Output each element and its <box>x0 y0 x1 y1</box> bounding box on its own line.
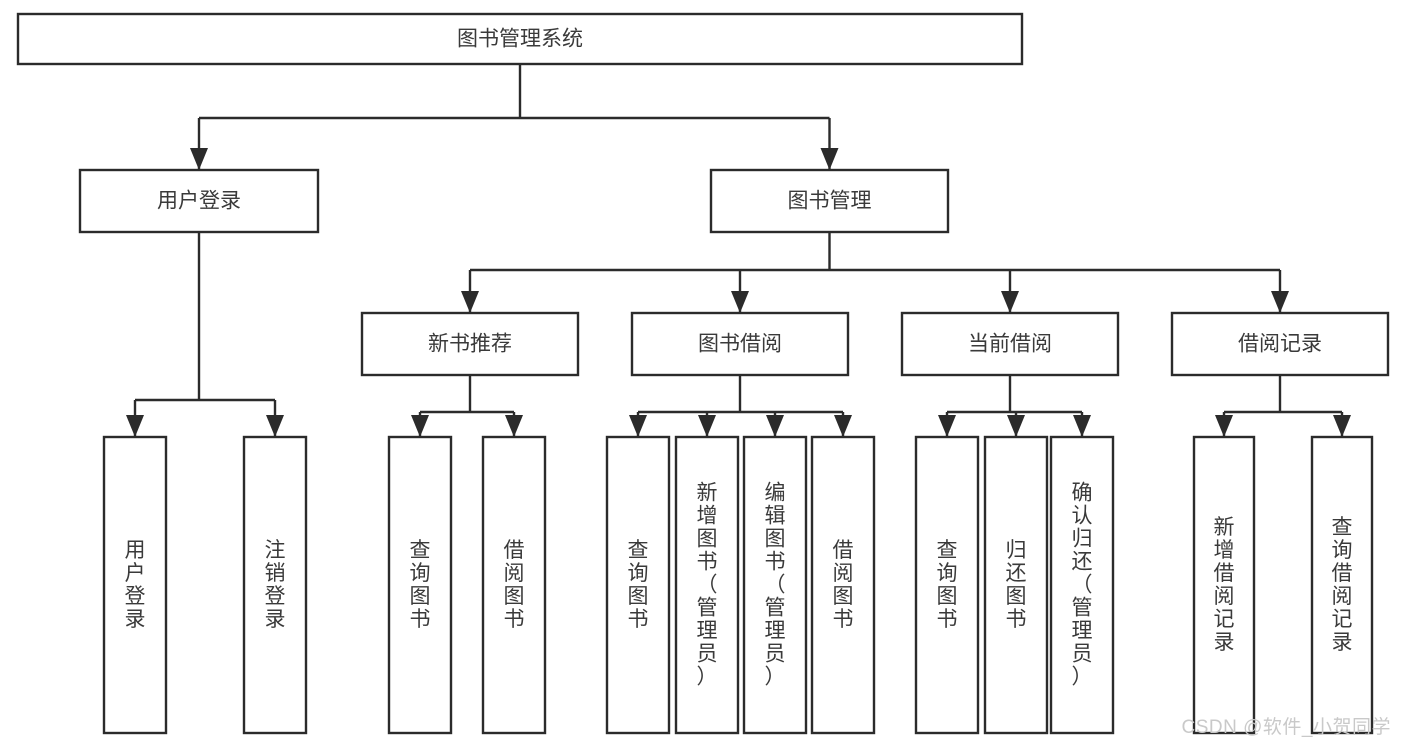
node-box-book-manage <box>709 168 950 234</box>
conn-current-borrow-arrowhead-2 <box>1073 415 1091 437</box>
conn-user-login-arrowhead-0 <box>126 415 144 437</box>
node-label-leaf-return-book: 归还图书 <box>1006 539 1027 631</box>
node-box-leaf-add-book-admin <box>674 435 740 735</box>
conn-root-arrowhead-1 <box>820 148 839 170</box>
node-root[interactable]: 图书管理系统 <box>16 12 1024 66</box>
node-leaf-query-book-cur[interactable]: 查询图书 <box>914 435 980 735</box>
node-leaf-borrow-book-rec[interactable]: 借阅图书 <box>481 435 547 735</box>
node-box-leaf-user-login <box>102 435 168 735</box>
node-leaf-add-book-admin[interactable]: 新增图书（管理员） <box>674 435 740 735</box>
node-box-new-book-recommend <box>360 311 580 377</box>
conn-book-borrow-arrowhead-3 <box>834 415 852 437</box>
node-box-root <box>16 12 1024 66</box>
node-leaf-user-logout[interactable]: 注销登录 <box>242 435 308 735</box>
node-box-current-borrow <box>900 311 1120 377</box>
conn-root-arrowhead-0 <box>190 148 208 170</box>
node-label-book-borrow: 图书借阅 <box>698 333 782 356</box>
conn-new-book-recommend-arrowhead-1 <box>505 415 523 437</box>
node-label-leaf-query-borrow-record: 查询借阅记录 <box>1332 516 1353 654</box>
conn-borrow-record-arrowhead-1 <box>1333 415 1351 437</box>
node-borrow-record[interactable]: 借阅记录 <box>1170 311 1390 377</box>
node-leaf-borrow-book[interactable]: 借阅图书 <box>810 435 876 735</box>
conn-book-manage-arrowhead-1 <box>731 291 749 313</box>
node-box-leaf-borrow-book <box>810 435 876 735</box>
node-box-book-borrow <box>630 311 850 377</box>
nodes-layer: 图书管理系统用户登录图书管理新书推荐图书借阅当前借阅借阅记录用户登录注销登录查询… <box>16 12 1390 735</box>
node-label-current-borrow: 当前借阅 <box>968 333 1052 356</box>
conn-current-borrow-arrowhead-0 <box>938 415 956 437</box>
node-leaf-query-borrow-record[interactable]: 查询借阅记录 <box>1310 435 1374 735</box>
node-box-leaf-query-book-rec <box>387 435 453 735</box>
conn-book-borrow-arrowhead-0 <box>629 415 647 437</box>
node-label-book-manage: 图书管理 <box>788 190 872 213</box>
node-box-leaf-query-book-cur <box>914 435 980 735</box>
node-label-root: 图书管理系统 <box>457 28 583 51</box>
node-box-leaf-user-logout <box>242 435 308 735</box>
node-leaf-return-book[interactable]: 归还图书 <box>983 435 1049 735</box>
conn-book-manage-arrowhead-3 <box>1271 291 1289 313</box>
node-label-leaf-user-login: 用户登录 <box>125 539 146 631</box>
node-current-borrow[interactable]: 当前借阅 <box>900 311 1120 377</box>
node-label-new-book-recommend: 新书推荐 <box>428 333 512 356</box>
node-leaf-confirm-return-admin[interactable]: 确认归还（管理员） <box>1049 435 1115 735</box>
node-user-login[interactable]: 用户登录 <box>78 168 320 234</box>
node-label-leaf-query-book-cur: 查询图书 <box>937 539 958 631</box>
node-label-leaf-add-borrow-record: 新增借阅记录 <box>1214 516 1235 654</box>
node-box-leaf-query-borrow-record <box>1310 435 1374 735</box>
node-label-leaf-query-book-rec: 查询图书 <box>410 539 431 631</box>
node-label-leaf-edit-book-admin: 编辑图书（管理员） <box>765 481 786 688</box>
conn-user-login-arrowhead-1 <box>266 415 284 437</box>
node-box-leaf-edit-book-admin <box>742 435 808 735</box>
node-box-leaf-return-book <box>983 435 1049 735</box>
node-box-leaf-borrow-book-rec <box>481 435 547 735</box>
node-box-leaf-add-borrow-record <box>1192 435 1256 735</box>
node-label-leaf-add-book-admin: 新增图书（管理员） <box>697 481 718 688</box>
node-box-borrow-record <box>1170 311 1390 377</box>
node-leaf-user-login[interactable]: 用户登录 <box>102 435 168 735</box>
node-label-user-login: 用户登录 <box>157 190 241 213</box>
node-box-leaf-confirm-return-admin <box>1049 435 1115 735</box>
conn-new-book-recommend-arrowhead-0 <box>411 415 429 437</box>
conn-book-manage-arrowhead-0 <box>461 291 479 313</box>
node-label-leaf-confirm-return-admin: 确认归还（管理员） <box>1072 481 1093 688</box>
node-leaf-edit-book-admin[interactable]: 编辑图书（管理员） <box>742 435 808 735</box>
node-leaf-query-book-rec[interactable]: 查询图书 <box>387 435 453 735</box>
node-leaf-query-book-borrow[interactable]: 查询图书 <box>605 435 671 735</box>
node-leaf-add-borrow-record[interactable]: 新增借阅记录 <box>1192 435 1256 735</box>
node-label-leaf-query-book-borrow: 查询图书 <box>628 539 649 631</box>
conn-book-borrow-arrowhead-2 <box>766 415 784 437</box>
conn-book-manage-arrowhead-2 <box>1001 291 1019 313</box>
node-book-borrow[interactable]: 图书借阅 <box>630 311 850 377</box>
conn-borrow-record-arrowhead-0 <box>1215 415 1233 437</box>
node-box-leaf-query-book-borrow <box>605 435 671 735</box>
node-book-manage[interactable]: 图书管理 <box>709 168 950 234</box>
node-new-book-recommend[interactable]: 新书推荐 <box>360 311 580 377</box>
node-label-borrow-record: 借阅记录 <box>1238 333 1322 356</box>
conn-current-borrow-arrowhead-1 <box>1007 415 1025 437</box>
connectors-layer <box>126 64 1351 437</box>
node-label-leaf-user-logout: 注销登录 <box>265 539 286 631</box>
node-box-user-login <box>78 168 320 234</box>
node-label-leaf-borrow-book-rec: 借阅图书 <box>504 539 525 631</box>
node-label-leaf-borrow-book: 借阅图书 <box>833 539 854 631</box>
conn-book-borrow-arrowhead-1 <box>698 415 716 437</box>
